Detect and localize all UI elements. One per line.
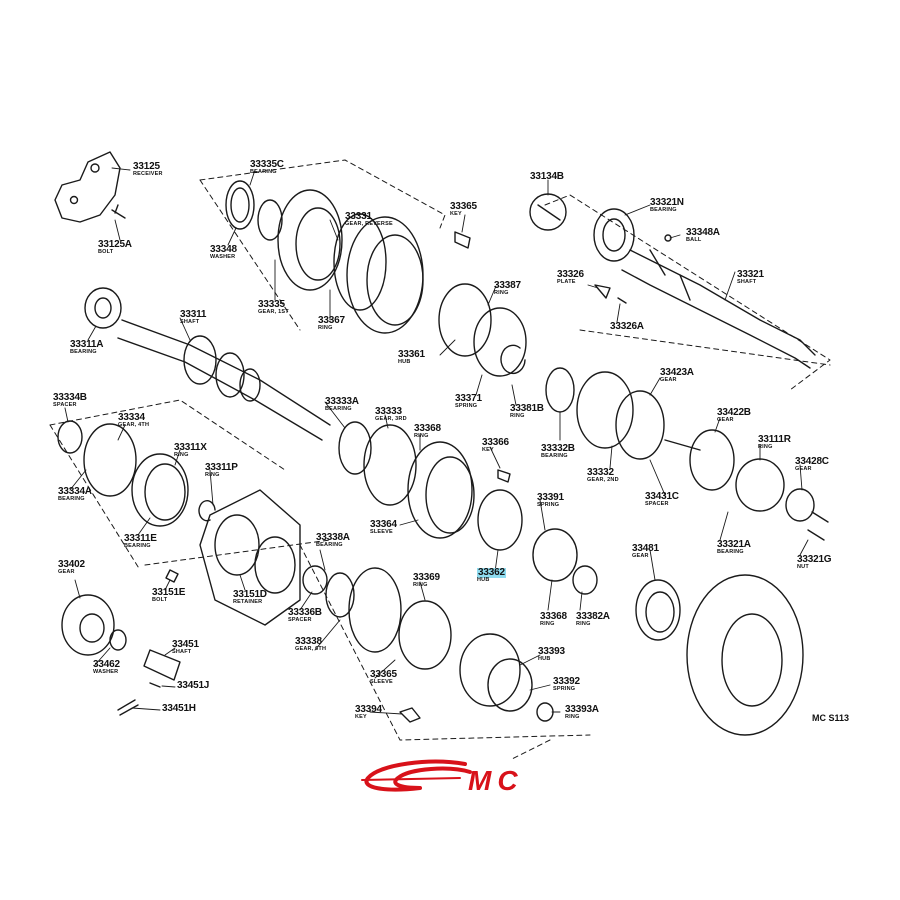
lower-left-parts xyxy=(61,569,181,716)
right-upper-shaft xyxy=(593,208,816,369)
output-gear xyxy=(635,574,804,736)
callout-33451J: 33451J xyxy=(177,680,210,691)
lower-gear-stack xyxy=(302,565,554,723)
main-shaft xyxy=(84,287,331,441)
callout-33326A: 33326A xyxy=(610,321,644,332)
group-outlines xyxy=(49,159,831,761)
leader-lines xyxy=(64,167,809,715)
brand-logo-text: MC xyxy=(468,765,524,796)
right-middle-shaft xyxy=(545,367,829,541)
callout-33451H: 33451H xyxy=(162,703,196,714)
middle-gear-stack xyxy=(338,421,598,595)
receiver-bracket xyxy=(54,151,126,223)
retainer-plate xyxy=(199,489,301,626)
upper-gear-stack xyxy=(225,180,567,377)
left-gear-stack xyxy=(57,420,216,527)
callout-33134B: 33134B xyxy=(530,171,564,182)
brand-logo-swoosh xyxy=(361,759,472,792)
diagram-code: MC S113 xyxy=(812,713,850,723)
